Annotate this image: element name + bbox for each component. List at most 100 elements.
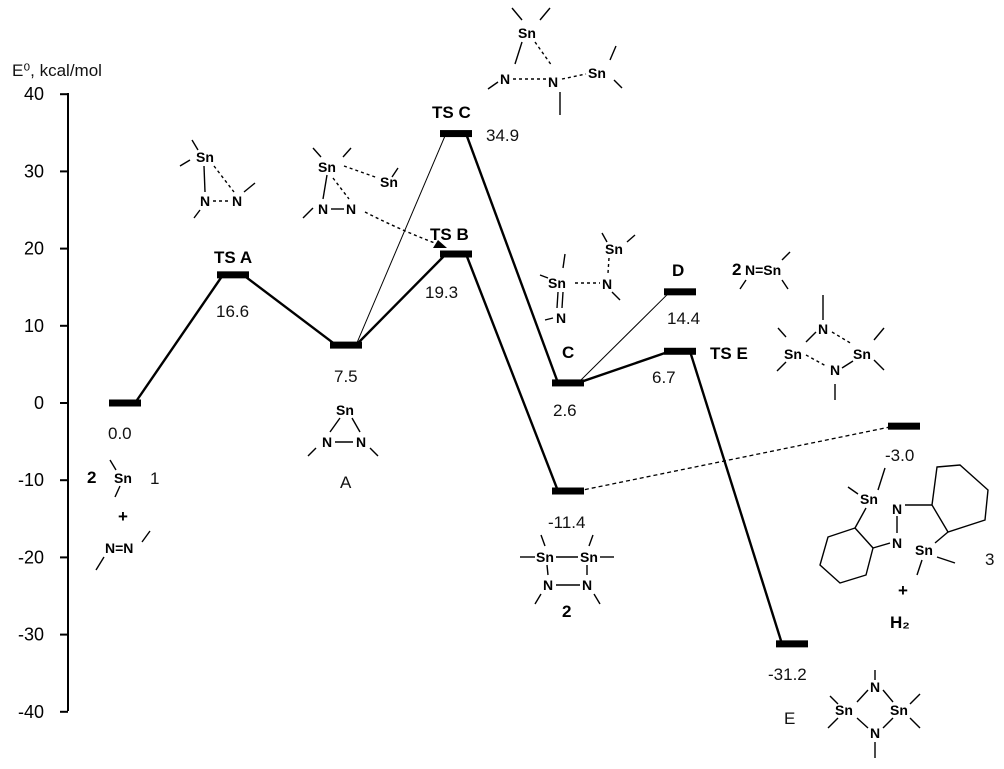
connection-start-TSA: [134, 274, 224, 404]
energy-level-E: [776, 640, 808, 648]
label-d: D: [672, 261, 684, 280]
structure-a: Sn N N: [307, 402, 379, 457]
atom-n: N: [892, 535, 902, 551]
atom-n: N: [870, 679, 880, 695]
atom-sn: Sn: [336, 402, 354, 418]
atom-n: N: [356, 434, 366, 450]
atom-sn: Sn: [536, 549, 554, 565]
plus-sign: +: [118, 507, 128, 526]
d-coef: 2: [732, 260, 741, 279]
connection-TSA-A: [242, 273, 337, 347]
label-3: 3: [985, 550, 994, 569]
value-tse: 6.7: [652, 368, 676, 387]
structure-d: 2 N=Sn: [732, 251, 791, 290]
connection-TSE-E: [688, 350, 784, 645]
y-axis-title: E⁰, kcal/mol: [12, 61, 102, 80]
connection-TSB-P2: [464, 253, 560, 492]
y-tick-label: 10: [24, 316, 44, 336]
y-tick-label: 20: [24, 239, 44, 259]
atom-sn: Sn: [318, 159, 336, 175]
connection-C-TSE: [577, 350, 671, 385]
atom-n: N: [582, 577, 592, 593]
atom-sn: Sn: [860, 491, 878, 507]
value-tsb: 19.3: [425, 283, 458, 302]
atom-sn: Sn: [915, 542, 933, 558]
energy-level-TSA: [217, 271, 249, 279]
y-tick-label: -40: [18, 702, 44, 722]
benzene-ring-left: [819, 527, 874, 584]
label-tse: TS E: [710, 344, 748, 363]
atom-sn: Sn: [890, 702, 908, 718]
energy-level-C: [552, 379, 584, 387]
energy-level-A: [330, 341, 362, 349]
atom-n: N: [602, 276, 612, 292]
value-d: 14.4: [667, 309, 700, 328]
atom-n: N: [318, 201, 328, 217]
structure-tse: N Sn Sn N: [776, 295, 885, 400]
plus-sign: +: [898, 581, 908, 600]
atom-sn: Sn: [588, 65, 606, 81]
value-tsc: 34.9: [486, 126, 519, 145]
value-3: -3.0: [885, 446, 914, 465]
h2-label: H₂: [890, 613, 910, 632]
atom-n: N: [346, 201, 356, 217]
energy-level-TSE: [664, 347, 696, 355]
level-labels: TS A TS B TS C C D TS E A 2 E 3: [214, 103, 994, 728]
atom-n: N: [200, 193, 210, 209]
structure-tsc: Sn N N Sn: [487, 7, 623, 115]
benzene-ring-right: [931, 464, 989, 533]
atom-n: N: [830, 362, 840, 378]
connection-TSC-C: [464, 133, 560, 384]
label-e: E: [784, 709, 795, 728]
y-tick-label: -30: [18, 625, 44, 645]
atom-n: N: [232, 193, 242, 209]
connection-A-TSB: [355, 253, 447, 346]
y-tick-label: -20: [18, 547, 44, 567]
y-ticks: 40 30 20 10 0 -10 -20 -30 -40: [18, 84, 68, 722]
atom-n: N: [322, 434, 332, 450]
atom-n: N: [870, 725, 880, 741]
value-e: -31.2: [768, 665, 807, 684]
energy-level-start: [109, 399, 141, 407]
atom-nn: N=N: [105, 540, 133, 556]
pathway-arrow: [364, 211, 441, 246]
structure-3: Sn N N Sn + H₂: [819, 464, 989, 632]
energy-levels: [109, 130, 920, 648]
y-tick-label: 30: [24, 161, 44, 181]
reactant-coef: 2: [87, 468, 96, 487]
label-tsc: TS C: [432, 103, 471, 122]
atom-n: N: [500, 71, 510, 87]
structure-a-complex: Sn Sn N N: [302, 147, 399, 219]
atom-sn: Sn: [784, 346, 802, 362]
atom-sn: Sn: [853, 346, 871, 362]
atom-n: N: [556, 310, 566, 326]
atom-sn: Sn: [518, 25, 536, 41]
connection-C-D: [577, 291, 671, 384]
connection-P2-P3: [577, 425, 895, 492]
label-tsa: TS A: [214, 248, 252, 267]
value-labels: 0.0 16.6 7.5 19.3 34.9 2.6 -11.4 14.4 6.…: [108, 126, 914, 684]
energy-level-P3: [888, 422, 920, 430]
structure-reactant-1: 2 Sn 1 + N=N: [87, 459, 159, 571]
label-a: A: [340, 473, 352, 492]
compound-number-1: 1: [150, 469, 159, 488]
atom-sn: Sn: [835, 702, 853, 718]
structure-tsa: Sn N N: [179, 139, 256, 219]
structure-2: Sn Sn N N: [520, 534, 614, 605]
energy-level-P2: [552, 487, 584, 495]
atom-sn: Sn: [196, 149, 214, 165]
connections: [134, 133, 895, 645]
atom-sn: Sn: [114, 470, 132, 486]
y-tick-label: 40: [24, 84, 44, 104]
y-tick-label: -10: [18, 470, 44, 490]
atom-sn: Sn: [548, 275, 566, 291]
value-2: -11.4: [548, 513, 586, 532]
value-tsa: 16.6: [216, 302, 249, 321]
y-tick-label: 0: [34, 393, 44, 413]
atom-sn: Sn: [580, 549, 598, 565]
structure-e: N Sn Sn N: [827, 670, 921, 758]
structure-c: Sn N N Sn: [539, 232, 636, 326]
value-a: 7.5: [334, 367, 358, 386]
label-tsb: TS B: [430, 225, 469, 244]
